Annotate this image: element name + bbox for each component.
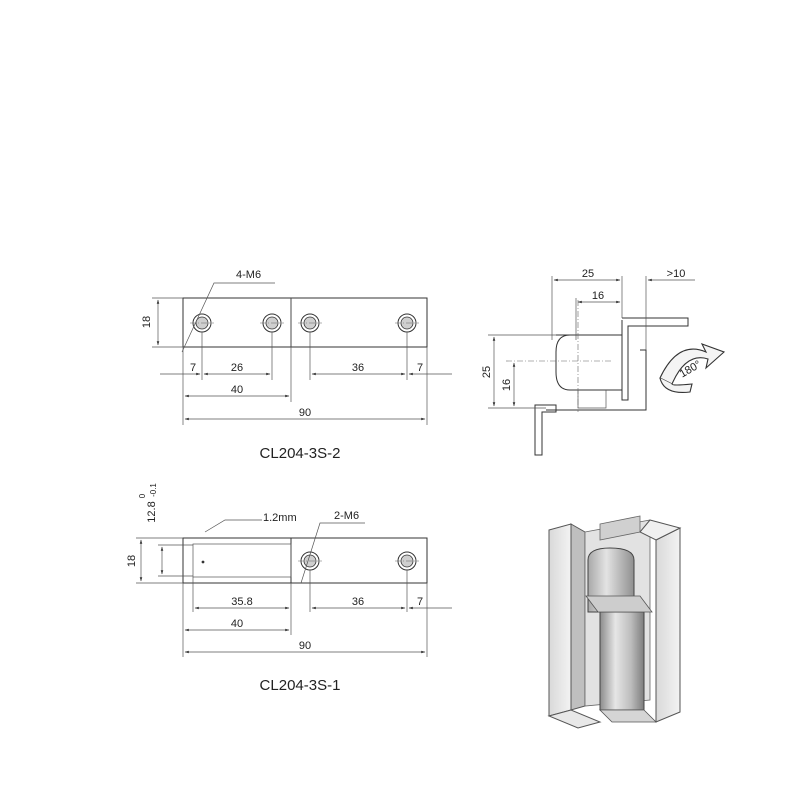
right-bracket-leg	[621, 317, 689, 401]
hole-callout-label: 2-M6	[334, 510, 359, 522]
hinge-3d-render	[547, 515, 682, 729]
recess-dot	[201, 560, 205, 564]
dim-left-length: 40	[231, 384, 243, 396]
dim-gap-10: >10	[667, 268, 686, 280]
dim-hole-pitch: 26	[231, 362, 243, 374]
rotation-arrow-icon	[659, 343, 726, 393]
left-bracket-leg	[534, 404, 557, 456]
side-view-section: 25 16 >10 25 16 180°	[481, 268, 726, 456]
dim-total-length: 90	[299, 407, 311, 419]
dim-height: 18	[141, 316, 153, 328]
caption-cl204-3s-1: CL204-3S-1	[260, 677, 341, 694]
left-leaf-plate	[182, 537, 292, 584]
dim-total-length: 90	[299, 640, 311, 652]
dim-edge-left: 7	[190, 362, 196, 374]
top-view-cl204-3s-1: 1.2mm 2-M6 12.8 0 -0.1 18 35.8 36 7 40 9…	[126, 483, 452, 694]
right-bracket-lower	[546, 349, 647, 411]
dim-recess-height: 12.8	[146, 501, 158, 522]
tolerance-upper: 0	[138, 493, 147, 498]
dim-left-length: 40	[231, 618, 243, 630]
tolerance-lower: -0.1	[149, 483, 158, 497]
dim-edge-right: 7	[417, 596, 423, 608]
recess-callout-label: 1.2mm	[263, 512, 297, 524]
dim-recess-length: 35.8	[231, 596, 252, 608]
barrel-base	[577, 390, 607, 409]
dim-height: 18	[126, 555, 138, 567]
hole-callout-leader	[181, 282, 275, 353]
hole-callout-label: 4-M6	[236, 269, 261, 281]
hole-callout-leader	[300, 522, 365, 584]
hinge-barrel-section	[555, 334, 623, 391]
dim-right-pitch: 36	[352, 362, 364, 374]
dim-offset-16: 16	[592, 290, 604, 302]
dim-edge-right: 7	[417, 362, 423, 374]
dim-height-16: 16	[501, 379, 513, 391]
dim-right-pitch: 36	[352, 596, 364, 608]
top-view-cl204-3s-2: 4-M6 18 7 26 36 7 40 90 CL204-3S-2	[141, 269, 452, 462]
caption-cl204-3s-2: CL204-3S-2	[260, 445, 341, 462]
dim-width-25: 25	[582, 268, 594, 280]
recess-callout-leader	[204, 519, 262, 533]
recess-outline	[192, 543, 292, 578]
dim-height-25: 25	[481, 366, 493, 378]
